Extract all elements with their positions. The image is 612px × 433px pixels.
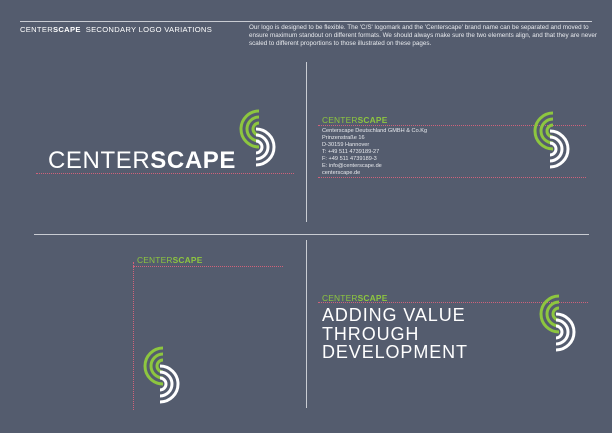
q3-wordmark-light: CENTER <box>137 255 173 265</box>
contact-line: T: +49 511 4739189-27 <box>322 149 380 155</box>
header-rule <box>20 21 592 22</box>
tagline-line: THROUGH <box>322 323 420 344</box>
vertical-divider-top <box>306 62 307 222</box>
q2-top-guide <box>318 125 586 126</box>
q1-wordmark: CENTERSCAPE <box>48 147 236 175</box>
tagline-line: DEVELOPMENT <box>322 342 468 362</box>
tagline-line: ADDING VALUE <box>322 305 466 325</box>
cs-logomark-icon <box>239 109 276 167</box>
header-subtitle: SECONDARY LOGO VARIATIONS <box>85 25 213 34</box>
header-brand-bold: SCAPE <box>53 25 81 34</box>
tagline: ADDING VALUE THROUGH DEVELOPMENT <box>322 306 468 362</box>
q4-wordmark-light: CENTER <box>322 293 358 303</box>
header-title: CENTERSCAPE SECONDARY LOGO VARIATIONS <box>20 25 212 34</box>
contact-line: Centerscape Deutschland GMBH & Co.Kg <box>322 128 428 134</box>
header-brand-light: CENTER <box>20 25 54 34</box>
cs-logomark-icon <box>143 346 180 404</box>
q2-wordmark: CENTERSCAPE <box>322 115 388 125</box>
q3-left-guide <box>133 262 134 410</box>
q1-wordmark-bold: SCAPE <box>150 147 236 174</box>
q2-wordmark-light: CENTER <box>322 115 358 125</box>
contact-line: F: +49 511 4739189-3 <box>322 156 377 162</box>
cs-logomark-icon <box>533 111 570 169</box>
q2-bottom-guide <box>318 177 586 178</box>
q1-wordmark-light: CENTER <box>48 147 151 174</box>
q4-top-guide <box>318 302 588 303</box>
horizontal-divider <box>34 234 589 235</box>
vertical-divider-bottom <box>306 240 307 408</box>
q4-wordmark: CENTERSCAPE <box>322 293 388 303</box>
contact-block: Centerscape Deutschland GMBH & Co.Kg Pri… <box>322 128 427 177</box>
intro-paragraph: Our logo is designed to be flexible. The… <box>249 24 598 48</box>
contact-line: E: info@centerscape.de <box>322 163 382 169</box>
contact-line: centerscape.de <box>322 170 361 176</box>
contact-line: Prinzenstraße 16 <box>322 135 365 141</box>
q4-wordmark-bold: SCAPE <box>357 293 388 303</box>
q2-wordmark-bold: SCAPE <box>357 115 388 125</box>
q3-wordmark-bold: SCAPE <box>172 255 203 265</box>
q3-top-guide <box>133 266 283 267</box>
q3-wordmark: CENTERSCAPE <box>137 255 203 265</box>
cs-logomark-icon <box>539 294 576 352</box>
q1-baseline-guide <box>36 173 294 174</box>
contact-line: D-30159 Hannover <box>322 142 370 148</box>
